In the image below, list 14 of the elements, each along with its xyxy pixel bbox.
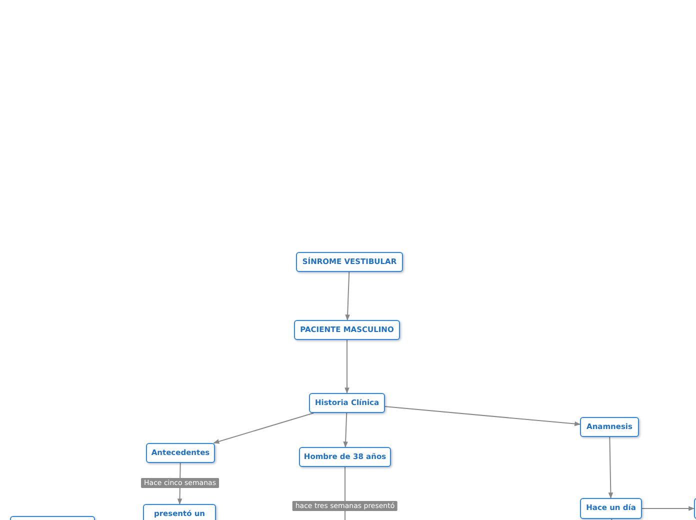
concept-box (299, 447, 391, 467)
concept-box (309, 393, 385, 413)
concept-box (580, 498, 642, 519)
concept-box (146, 443, 215, 463)
arrow (384, 406, 581, 426)
concept-box (294, 320, 400, 340)
arrow (642, 506, 695, 511)
arrow (343, 412, 348, 448)
concept-box (296, 252, 403, 272)
arrow (213, 412, 314, 444)
concept-box (580, 417, 639, 437)
arrow (345, 272, 350, 321)
arrow (344, 340, 350, 394)
arrow (608, 436, 614, 499)
